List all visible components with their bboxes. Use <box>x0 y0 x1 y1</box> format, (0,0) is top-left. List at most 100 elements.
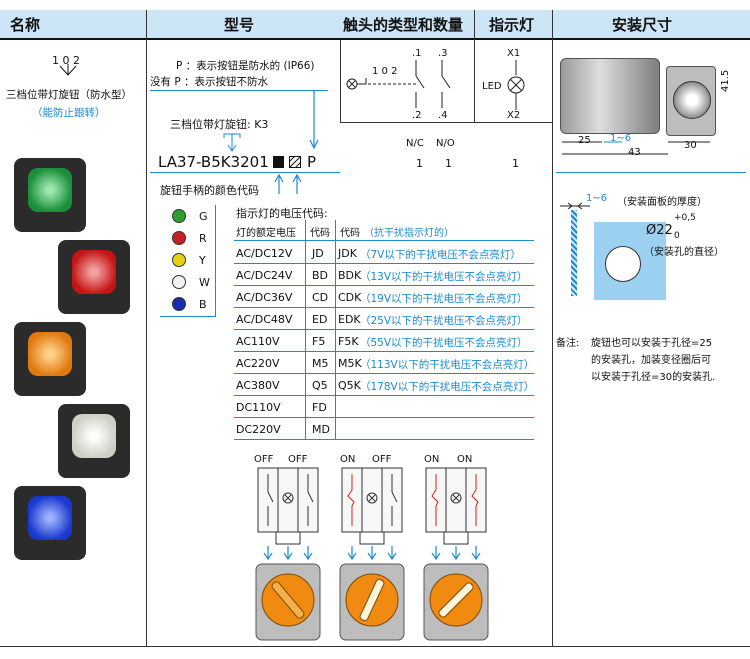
dim-41-5: 41.5 <box>720 69 731 92</box>
contact-divider <box>474 10 475 122</box>
header-name: 名称 <box>10 16 41 34</box>
column-divider <box>146 10 147 647</box>
voltage-code-box <box>289 156 301 168</box>
state-1-right-label: OFF <box>288 454 308 465</box>
color-swatch-green <box>172 209 186 223</box>
voltage-title: 指示灯的电压代码: <box>236 207 328 220</box>
position-numbers: 1 0 2 <box>52 54 80 67</box>
dim-30: 30 <box>684 140 697 151</box>
terminal-2: .2 <box>412 110 422 121</box>
p-line-2: 没有 P ：表示按钮不防水 <box>150 76 269 88</box>
state-3-left-label: ON <box>424 454 440 465</box>
no-quantity: 1 <box>445 157 452 170</box>
p-arrow-icon <box>309 90 319 150</box>
indicator-x1: X1 <box>507 48 521 59</box>
state-2-right-label: OFF <box>372 454 392 465</box>
header-bar <box>0 10 750 40</box>
voltage-header-note: （抗干扰指示灯的） <box>364 228 454 239</box>
color-legend-border <box>160 205 216 317</box>
mounting-panel <box>594 222 666 300</box>
column-divider <box>552 10 553 647</box>
panel-thickness-note: （安装面板的厚度） <box>617 197 707 208</box>
product-subtitle: （能防止跟转） <box>32 107 106 119</box>
color-code-box <box>273 156 284 168</box>
dims-underline <box>556 172 746 173</box>
remark-line-1: 旋钮也可以安装于孔径=25 <box>591 338 713 349</box>
voltage-col-divider <box>305 220 306 440</box>
color-swatch-red <box>172 231 186 245</box>
dim-25: 25 <box>578 135 591 146</box>
hole-note: （安装孔的直径） <box>644 247 724 258</box>
product-photo-white <box>58 404 130 478</box>
color-code-g: G <box>199 210 208 223</box>
terminal-1: .1 <box>412 48 422 59</box>
color-swatch-blue <box>172 297 186 311</box>
voltage-header-code: 代码 <box>310 228 330 239</box>
color-swatch-white <box>172 275 186 289</box>
bottom-border <box>0 646 750 647</box>
terminal-4: .4 <box>438 110 448 121</box>
switch-front-photo <box>666 66 716 136</box>
p-underline <box>150 90 328 91</box>
color-code-w: W <box>199 276 210 289</box>
contact-positions: 1 0 2 <box>372 66 398 77</box>
dimension-lines <box>562 141 710 155</box>
product-title: 三档位带灯旋钮（防水型） <box>6 89 132 101</box>
p-line-1: P ：表示按钮是防水的 (IP66) <box>176 60 315 72</box>
remark-line-2: 的安装孔，加装变径圈后可 <box>591 355 711 366</box>
indicator-x2: X2 <box>507 110 521 121</box>
switch-states-diagram <box>255 467 489 641</box>
no-label: N/O <box>436 138 455 149</box>
header-indicator: 指示灯 <box>489 16 535 34</box>
state-2-left-label: ON <box>340 454 356 465</box>
p-suffix: P <box>307 153 317 171</box>
hole-diameter: Ø22 <box>646 223 673 238</box>
led-symbol-icon <box>507 60 525 110</box>
contact-diagram <box>346 60 451 108</box>
nc-label: N/C <box>406 138 424 149</box>
remark-line-3: 以安装于孔径=30的安装孔. <box>591 372 716 383</box>
rotary-arrow-icon <box>59 64 77 76</box>
dim-43: 43 <box>628 147 641 158</box>
state-1-left-label: OFF <box>254 454 274 465</box>
dim-1-6: 1~6 <box>610 133 632 144</box>
up-arrows-icon <box>274 173 302 194</box>
hole-tolerance-zero: 0 <box>674 231 680 241</box>
contact-left-border <box>340 40 341 122</box>
color-code-r: R <box>199 232 207 245</box>
state-3-right-label: ON <box>457 454 473 465</box>
color-code-b: B <box>199 298 207 311</box>
header-dims: 安装尺寸 <box>612 16 673 34</box>
contact-underline <box>340 122 552 123</box>
voltage-col-divider <box>335 220 336 440</box>
product-photo-orange <box>14 322 86 396</box>
product-photo-blue <box>14 486 86 560</box>
color-code-y: Y <box>199 254 206 267</box>
product-photo-green <box>14 158 86 232</box>
voltage-header-row: 灯的额定电压 代码 代码 （抗干扰指示灯的） <box>234 220 534 241</box>
voltage-header-code2: 代码 <box>340 228 360 239</box>
panel-section <box>571 210 577 296</box>
panel-thickness: 1~6 <box>586 193 608 204</box>
voltage-header-rated: 灯的额定电压 <box>236 228 296 239</box>
product-photo-red <box>58 240 130 314</box>
k3-label: 三档位带灯旋钮: K3 <box>170 118 269 131</box>
remark-label: 备注: <box>556 338 580 349</box>
switch-side-photo <box>560 58 660 134</box>
header-contact: 触头的类型和数量 <box>343 16 464 34</box>
model-underline <box>150 172 340 173</box>
header-model: 型号 <box>224 16 255 34</box>
k3-bracket-icon <box>223 133 241 152</box>
nc-quantity: 1 <box>416 157 423 170</box>
color-swatch-yellow <box>172 253 186 267</box>
indicator-quantity: 1 <box>512 157 519 170</box>
